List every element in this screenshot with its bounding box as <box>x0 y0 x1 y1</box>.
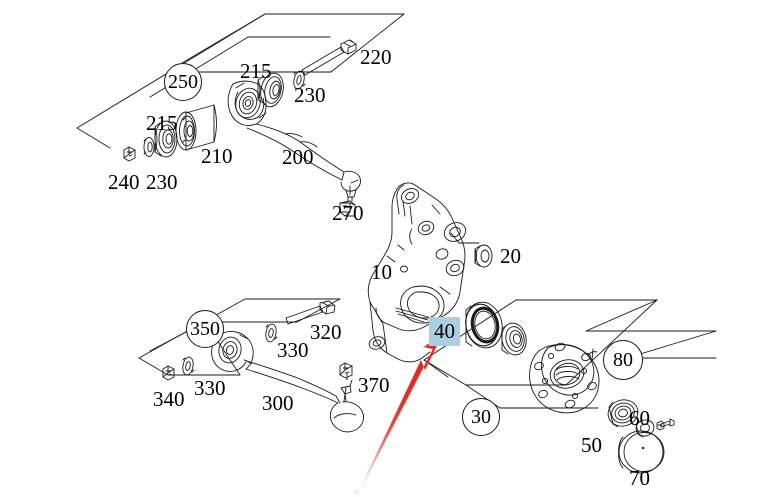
part-240-nut <box>123 146 136 162</box>
callout-label-350: 350 <box>190 317 220 340</box>
callout-label-230-a[interactable]: 230 <box>294 83 326 107</box>
callout-label-250: 250 <box>168 70 198 93</box>
part-220-bolt <box>301 39 357 76</box>
part-20-spacer-bush <box>450 232 493 268</box>
callout-bubble-250[interactable]: 250 <box>164 63 202 101</box>
callout-label-340[interactable]: 340 <box>153 387 185 411</box>
part-215-bushing-b <box>154 120 178 158</box>
callout-label-60[interactable]: 60 <box>629 406 650 430</box>
kit-outline-30 <box>423 359 599 409</box>
callout-label-10[interactable]: 10 <box>371 260 392 284</box>
callout-label-200[interactable]: 200 <box>282 145 314 169</box>
part-200-upper-control-arm <box>227 80 361 202</box>
callout-label-320[interactable]: 320 <box>310 320 342 344</box>
callout-bubble-350[interactable]: 350 <box>186 310 224 348</box>
part-370-nut <box>339 362 353 379</box>
callout-label-40-highlighted[interactable]: 40 <box>429 317 460 346</box>
part-outer-bearing-ring <box>607 399 639 428</box>
part-70-hub-cap <box>618 430 665 474</box>
part-bearing-inner-ring <box>501 322 527 356</box>
part-300-lower-control-arm <box>211 331 364 433</box>
callout-label-370[interactable]: 370 <box>358 373 390 397</box>
part-330-washer-b <box>182 356 195 376</box>
callout-label-330-b[interactable]: 330 <box>194 376 226 400</box>
part-330-washer-a <box>265 323 278 343</box>
part-320-bolt <box>285 300 336 325</box>
callout-label-70[interactable]: 70 <box>629 466 650 490</box>
part-270-nut <box>339 200 356 217</box>
callout-label-270[interactable]: 270 <box>332 201 364 225</box>
callout-label-215-a[interactable]: 215 <box>240 59 272 83</box>
part-215-bushing-a <box>257 72 284 108</box>
part-40-shaft-seal <box>465 301 503 349</box>
part-230-washer-b <box>143 137 155 157</box>
part-230-washer-a <box>293 70 306 90</box>
callout-label-230-b[interactable]: 230 <box>146 170 178 194</box>
callout-label-80: 80 <box>613 348 633 371</box>
highlight-badge-40: 40 <box>429 317 460 346</box>
callout-label-300[interactable]: 300 <box>262 391 294 415</box>
callout-label-210[interactable]: 210 <box>201 144 233 168</box>
callout-label-220[interactable]: 220 <box>360 45 392 69</box>
part-30-wheel-hub <box>529 342 600 414</box>
part-340-nut <box>162 365 175 381</box>
callout-bubble-80[interactable]: 80 <box>603 340 643 380</box>
part-10-steering-knuckle <box>367 182 467 363</box>
callout-label-240[interactable]: 240 <box>108 170 140 194</box>
callout-label-330-a[interactable]: 330 <box>277 338 309 362</box>
callout-label-50[interactable]: 50 <box>581 433 602 457</box>
kit-outline-250 <box>76 13 405 149</box>
annotation-arrow <box>352 333 443 497</box>
callout-bubble-30[interactable]: 30 <box>462 398 500 436</box>
callout-label-30: 30 <box>471 405 491 428</box>
callout-label-215-b[interactable]: 215 <box>146 111 178 135</box>
callout-label-20[interactable]: 20 <box>500 244 521 268</box>
part-60-hub-cap-bolt <box>656 418 675 431</box>
